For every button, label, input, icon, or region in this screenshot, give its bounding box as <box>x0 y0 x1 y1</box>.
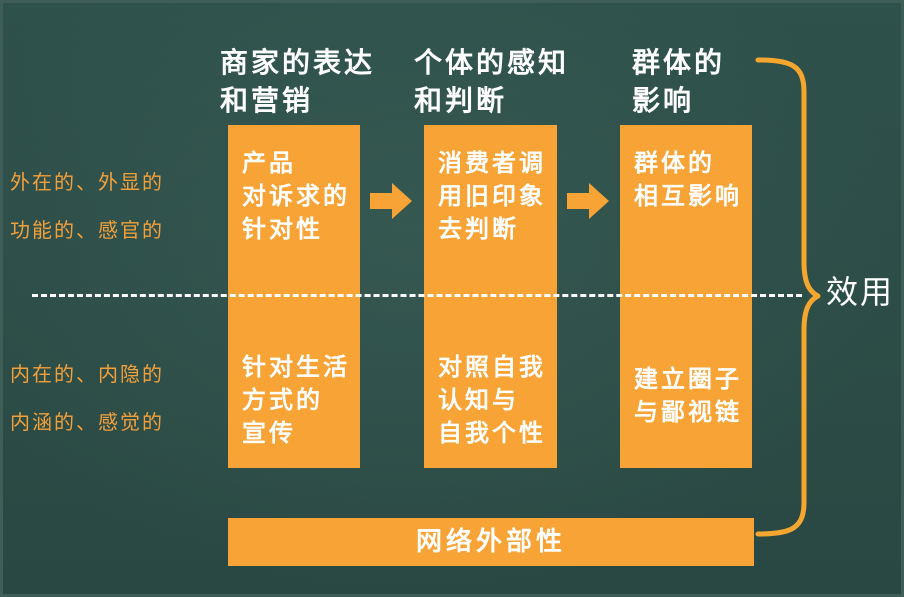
row-label-inner: 内在的、内隐的 内涵的、感觉的 <box>10 350 164 446</box>
curly-brace-icon <box>755 57 821 537</box>
cell-line: 用旧印象 <box>438 182 546 210</box>
row-label-outer: 外在的、外显的 功能的、感官的 <box>10 158 164 254</box>
cell-line: 与鄙视链 <box>634 398 742 426</box>
column-box-merchant: 产品 对诉求的 针对性 针对生活 方式的 宣传 <box>228 125 360 468</box>
header-merchant-expression: 商家的表达 和营销 <box>220 44 375 120</box>
row-label-line: 外在的、外显的 <box>10 170 164 194</box>
header-line: 个体的感知 <box>414 46 570 79</box>
cell-line: 针对生活 <box>242 353 350 381</box>
cell-line: 建立圈子 <box>634 365 742 393</box>
header-line: 和判断 <box>414 84 508 117</box>
header-line: 影响 <box>632 84 695 117</box>
header-group-influence: 群体的 影响 <box>632 44 725 120</box>
cell-outer-merchant: 产品 对诉求的 针对性 <box>242 147 350 246</box>
cell-line: 方式的 <box>242 386 323 414</box>
row-label-line: 内在的、内隐的 <box>10 362 164 386</box>
header-line: 和营销 <box>220 84 314 117</box>
cell-line: 群体的 <box>634 149 715 177</box>
cell-outer-group: 群体的 相互影响 <box>634 147 742 213</box>
cell-line: 认知与 <box>438 386 519 414</box>
cell-line: 针对性 <box>242 215 323 243</box>
cell-line: 相互影响 <box>634 182 742 210</box>
cell-line: 对诉求的 <box>242 182 350 210</box>
row-label-line: 内涵的、感觉的 <box>10 410 164 434</box>
right-arrow-icon <box>567 183 609 219</box>
cell-line: 消费者调 <box>438 149 546 177</box>
cell-line: 对照自我 <box>438 353 546 381</box>
cell-line: 去判断 <box>438 215 519 243</box>
bottom-bar-label: 网络外部性 <box>415 527 566 557</box>
dashed-divider <box>32 294 802 297</box>
cell-outer-individual: 消费者调 用旧印象 去判断 <box>438 147 546 246</box>
header-line: 商家的表达 <box>220 46 376 79</box>
header-individual-perception: 个体的感知 和判断 <box>414 44 569 120</box>
right-arrow-icon <box>370 183 412 219</box>
cell-line: 自我个性 <box>438 419 546 447</box>
cell-inner-individual: 对照自我 认知与 自我个性 <box>438 351 546 450</box>
result-label: 效用 <box>826 273 895 311</box>
cell-inner-group: 建立圈子 与鄙视链 <box>634 363 742 429</box>
row-label-line: 功能的、感官的 <box>10 218 164 242</box>
network-externality-bar: 网络外部性 <box>228 518 754 566</box>
header-line: 群体的 <box>632 46 726 79</box>
cell-line: 产品 <box>242 149 296 177</box>
cell-inner-merchant: 针对生活 方式的 宣传 <box>242 351 350 450</box>
cell-line: 宣传 <box>242 419 296 447</box>
